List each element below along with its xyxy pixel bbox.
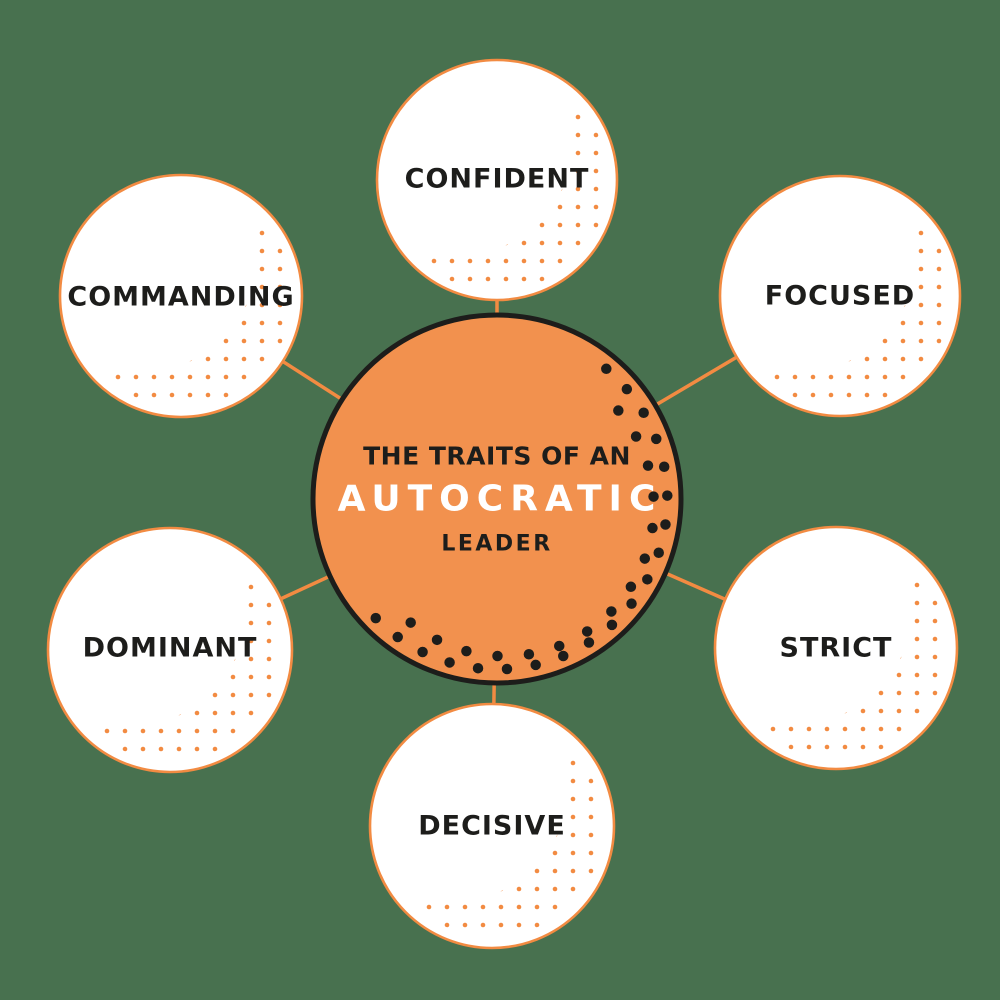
trait-circle-decisive [362, 696, 622, 956]
halftone-dots [710, 166, 970, 426]
trait-label-confident: CONFIDENT [404, 163, 590, 195]
trait-label-decisive: DECISIVE [418, 810, 566, 842]
trait-circle-commanding [51, 166, 311, 426]
trait-circle-confident [367, 50, 627, 310]
halftone-dots [40, 520, 300, 780]
trait-label-focused: FOCUSED [764, 280, 916, 312]
ink-dot-arc-inner [388, 394, 660, 662]
halftone-dots [367, 50, 627, 310]
halftone-dots [51, 166, 311, 426]
ink-dot-arc-outer [365, 363, 673, 675]
trait-label-commanding: COMMANDING [67, 281, 295, 313]
halftone-dots [362, 696, 622, 956]
center-circle [310, 312, 684, 686]
trait-label-strict: STRICT [779, 632, 893, 664]
trait-circle-strict [706, 518, 966, 778]
trait-label-dominant: DOMINANT [82, 632, 258, 664]
center-title-main: AUTOCRATIC [337, 478, 663, 520]
center-title-bottom: LEADER [441, 531, 553, 557]
center-title-top: THE TRAITS OF AN [363, 441, 631, 471]
halftone-dots [706, 518, 966, 778]
trait-circle-dominant [40, 520, 300, 780]
trait-circle-focused [710, 166, 970, 426]
